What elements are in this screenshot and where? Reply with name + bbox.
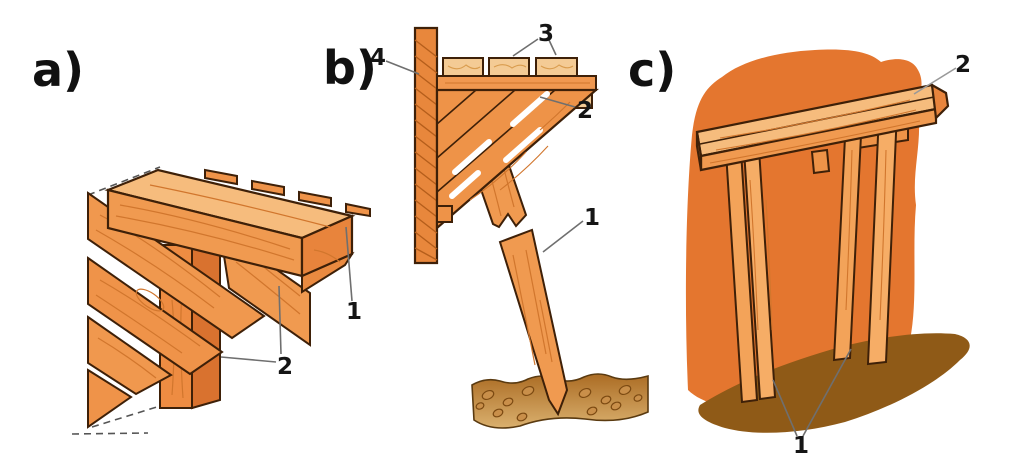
panel-a-diagram: a) 1 2 xyxy=(32,43,371,435)
pale-tabs-above-rail xyxy=(204,168,371,218)
batten-grain xyxy=(447,64,574,70)
panel-b-label: b) xyxy=(323,41,377,95)
callout-b-3: 3 xyxy=(538,21,554,47)
rear-block xyxy=(810,148,831,175)
panel-c-leaders xyxy=(772,67,957,437)
panel-b-diagram: b) 4 3 2 1 xyxy=(323,21,649,429)
capping-batten xyxy=(488,57,530,77)
right-end-cap xyxy=(930,82,950,121)
callout-a-1: 1 xyxy=(346,299,362,325)
brace-gaps xyxy=(449,91,550,199)
wall-post xyxy=(413,26,439,265)
ground-shadow xyxy=(698,333,970,433)
leg-grain xyxy=(749,149,887,331)
wall-post-grain xyxy=(414,39,438,261)
panel-a-leaders xyxy=(220,226,353,363)
top-rail-grain xyxy=(115,184,341,263)
callout-c-2: 2 xyxy=(955,52,971,78)
top-rail-end-face xyxy=(300,214,354,278)
diagonal-braces xyxy=(435,88,599,231)
table-top-board xyxy=(695,82,950,172)
pale-board xyxy=(87,256,224,376)
callout-b-1: 1 xyxy=(584,205,600,231)
callout-a-2: 2 xyxy=(277,354,293,380)
soil-pebbles xyxy=(475,384,643,422)
left-end-cap xyxy=(695,131,703,171)
panel-c-label: c) xyxy=(628,43,676,97)
top-grain xyxy=(709,99,921,164)
panel-a-dashed-guides xyxy=(71,166,161,435)
panel-a-label: a) xyxy=(32,43,84,97)
capping-battens xyxy=(442,57,578,77)
stake-grain xyxy=(488,164,553,366)
panel-b-leaders xyxy=(385,38,584,253)
callout-b-2: 2 xyxy=(577,98,593,124)
top-rail xyxy=(104,168,356,278)
panel-c-diagram: c) 2 1 xyxy=(628,43,971,457)
callout-b-4: 4 xyxy=(370,45,386,71)
callout-c-1: 1 xyxy=(793,433,809,457)
brace-foot-block xyxy=(436,205,453,223)
pale-board xyxy=(87,315,173,396)
pale-board xyxy=(87,368,133,429)
